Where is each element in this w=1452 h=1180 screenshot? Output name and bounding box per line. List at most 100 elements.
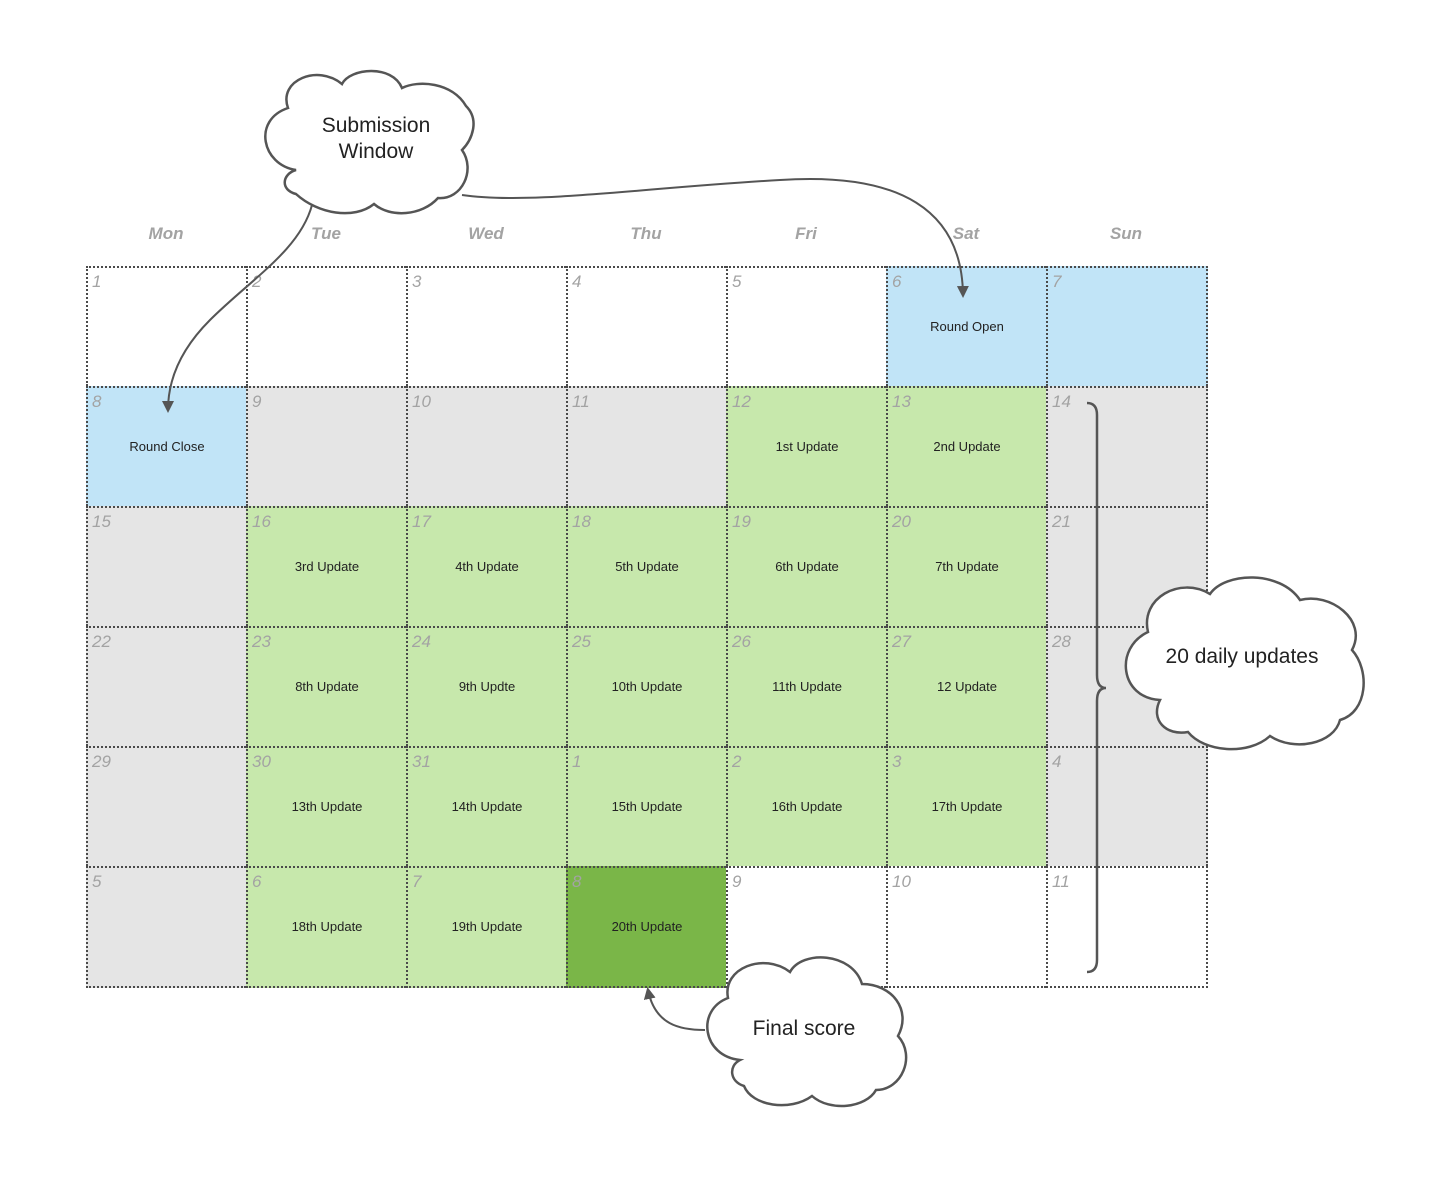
day-number: 3 bbox=[412, 272, 422, 291]
weekday-thu: Thu bbox=[630, 224, 662, 243]
day-number: 5 bbox=[732, 272, 742, 291]
day-number: 14 bbox=[1052, 392, 1071, 411]
calendar-day-cell: 6 18th Update bbox=[246, 866, 406, 988]
day-number: 17 bbox=[412, 512, 431, 531]
day-number: 29 bbox=[92, 752, 111, 771]
day-number: 4 bbox=[572, 272, 582, 291]
calendar-day-cell: 10 bbox=[406, 386, 566, 506]
calendar-day-cell: 27 12 Update bbox=[886, 626, 1046, 746]
submission-window-callout: Submission Window bbox=[286, 113, 466, 165]
calendar-day-cell: 16 3rd Update bbox=[246, 506, 406, 626]
day-event-label: 5th Update bbox=[615, 559, 679, 574]
calendar-day-cell: 21 bbox=[1046, 506, 1208, 626]
day-number: 4 bbox=[1052, 752, 1062, 771]
day-event-label: 2nd Update bbox=[933, 439, 1001, 454]
calendar-day-cell: 11 bbox=[566, 386, 726, 506]
calendar-day-cell: 7 bbox=[1046, 266, 1208, 386]
day-event-label: 18th Update bbox=[291, 919, 363, 934]
calendar-day-cell: 13 2nd Update bbox=[886, 386, 1046, 506]
day-event-label: 6th Update bbox=[775, 559, 839, 574]
calendar-day-cell: 14 bbox=[1046, 386, 1208, 506]
calendar-day-cell: 9 bbox=[726, 866, 886, 988]
day-event-label: 11th Update bbox=[772, 679, 842, 694]
calendar-day-cell: 4 bbox=[1046, 746, 1208, 866]
day-event-label: 20th Update bbox=[611, 919, 683, 934]
day-number: 10 bbox=[892, 872, 911, 891]
calendar-day-cell: 12 1st Update bbox=[726, 386, 886, 506]
weekday-tue: Tue bbox=[311, 224, 341, 243]
day-number: 10 bbox=[412, 392, 431, 411]
day-number: 23 bbox=[252, 632, 271, 651]
calendar-day-cell: 26 11th Update bbox=[726, 626, 886, 746]
day-number: 6 bbox=[892, 272, 902, 291]
day-number: 27 bbox=[892, 632, 911, 651]
day-event-label: 9th Updte bbox=[458, 679, 516, 694]
final-score-callout: Final score bbox=[752, 1017, 856, 1040]
calendar-day-cell: 8 20th Update bbox=[566, 866, 726, 988]
day-event-label: 8th Update bbox=[295, 679, 359, 694]
day-number: 11 bbox=[572, 392, 590, 411]
day-number: 16 bbox=[252, 512, 271, 531]
day-number: 18 bbox=[572, 512, 591, 531]
day-number: 6 bbox=[252, 872, 262, 891]
calendar-day-cell: 29 bbox=[86, 746, 246, 866]
calendar-day-cell: 3 bbox=[406, 266, 566, 386]
weekday-wed: Wed bbox=[468, 224, 504, 243]
day-number: 15 bbox=[92, 512, 111, 531]
day-number: 20 bbox=[892, 512, 911, 531]
day-number: 11 bbox=[1052, 872, 1070, 891]
day-number: 31 bbox=[412, 752, 431, 771]
day-event-label: 13th Update bbox=[291, 799, 363, 814]
day-number: 19 bbox=[732, 512, 751, 531]
calendar-day-cell: 19 6th Update bbox=[726, 506, 886, 626]
day-event-label: 19th Update bbox=[451, 919, 523, 934]
calendar-day-cell: 30 13th Update bbox=[246, 746, 406, 866]
weekday-sun: Sun bbox=[1109, 224, 1143, 243]
day-number: 1 bbox=[92, 272, 102, 291]
day-number: 7 bbox=[412, 872, 422, 891]
calendar-day-cell: 31 14th Update bbox=[406, 746, 566, 866]
day-number: 12 bbox=[732, 392, 751, 411]
weekday-mon: Mon bbox=[148, 224, 184, 243]
day-number: 22 bbox=[92, 632, 111, 651]
submission-window-line-1: Submission bbox=[321, 114, 431, 137]
day-event-label: Round Close bbox=[129, 439, 205, 454]
weekday-sat: Sat bbox=[952, 224, 980, 243]
calendar-day-cell: 18 5th Update bbox=[566, 506, 726, 626]
day-number: 2 bbox=[252, 272, 262, 291]
day-event-label: 10th Update bbox=[611, 679, 683, 694]
day-number: 5 bbox=[92, 872, 102, 891]
day-number: 3 bbox=[892, 752, 902, 771]
calendar-day-cell: 5 bbox=[726, 266, 886, 386]
calendar-day-cell: 11 bbox=[1046, 866, 1208, 988]
weekday-fri: Fri bbox=[795, 224, 817, 243]
calendar-day-cell: 22 bbox=[86, 626, 246, 746]
calendar-day-cell: 17 4th Update bbox=[406, 506, 566, 626]
day-number: 13 bbox=[892, 392, 911, 411]
day-number: 8 bbox=[572, 872, 582, 891]
day-event-label: 12 Update bbox=[937, 679, 997, 694]
day-event-label: 16th Update bbox=[771, 799, 843, 814]
day-event-label: 14th Update bbox=[451, 799, 523, 814]
calendar-day-cell: 20 7th Update bbox=[886, 506, 1046, 626]
day-event-label: 1st Update bbox=[775, 439, 839, 454]
submission-window-line-2: Window bbox=[338, 140, 414, 163]
calendar-day-cell: 23 8th Update bbox=[246, 626, 406, 746]
calendar-day-cell: 2 bbox=[246, 266, 406, 386]
day-number: 1 bbox=[572, 752, 582, 771]
day-event-label: 3rd Update bbox=[294, 559, 360, 574]
day-number: 7 bbox=[1052, 272, 1062, 291]
day-number: 30 bbox=[252, 752, 271, 771]
day-event-label: 7th Update bbox=[935, 559, 999, 574]
day-event-label: 4th Update bbox=[455, 559, 519, 574]
calendar-day-cell: 9 bbox=[246, 386, 406, 506]
day-number: 9 bbox=[732, 872, 742, 891]
day-number: 26 bbox=[732, 632, 751, 651]
